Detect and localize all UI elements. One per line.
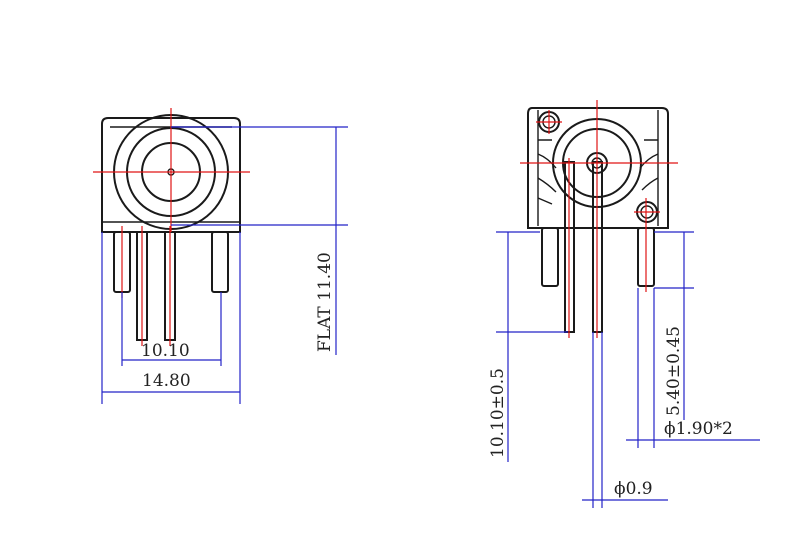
side-body-outline (527, 107, 669, 229)
dim-signal-diameter-label: ϕ0.9 (614, 479, 653, 499)
side-mount-pin-left (541, 227, 559, 287)
dim-pin-length-label: 10.10±0.5 (488, 368, 508, 458)
side-fins-right (639, 139, 659, 191)
front-view: 10.10 14.80 FLAT 11.40 (93, 108, 348, 404)
dim-flat-label: FLAT 11.40 (315, 252, 335, 352)
side-fins-left (537, 139, 557, 205)
front-mount-pin-right (211, 231, 229, 293)
side-view: 10.10±0.5 5.40±0.45 ϕ1.90*2 ϕ0.9 (488, 100, 760, 508)
dim-pin-spacing-label: 10.10 (141, 341, 190, 361)
dim-body-width-label: 14.80 (142, 371, 191, 391)
dim-mount-diameter-label: ϕ1.90*2 (664, 419, 733, 439)
dim-mount-length-label: 5.40±0.45 (664, 326, 684, 416)
